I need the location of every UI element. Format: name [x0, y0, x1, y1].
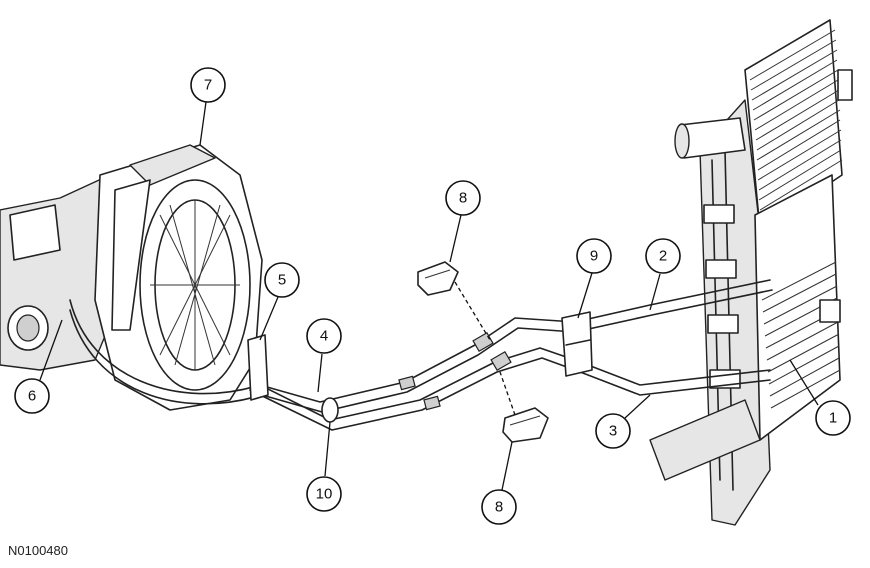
callout-7: 7 [190, 67, 226, 146]
callout-6: 6 [14, 319, 63, 414]
line-clamp-lower [321, 397, 339, 423]
quick-connect-clip-upper [417, 261, 491, 341]
transmission-case [0, 144, 263, 411]
radiator-fins [749, 29, 843, 211]
callout-1-label: 1 [829, 410, 837, 427]
cooler-line-lower [249, 347, 771, 431]
callout-4: 4 [306, 318, 342, 393]
callout-6-label: 6 [28, 388, 36, 405]
callout-10: 10 [306, 421, 342, 512]
callout-5-label: 5 [278, 272, 286, 289]
callout-8-upper-label: 8 [459, 190, 467, 207]
callout-3-label: 3 [609, 423, 617, 440]
callout-8-lower: 8 [481, 441, 517, 525]
line-clamp [561, 311, 593, 377]
callout-3: 3 [595, 394, 651, 449]
callout-2-label: 2 [659, 248, 667, 265]
callout-8-lower-label: 8 [495, 499, 503, 516]
callout-2: 2 [645, 238, 681, 311]
callout-7-label: 7 [204, 77, 212, 94]
callout-5: 5 [259, 262, 300, 341]
oil-cooler-fins [761, 261, 841, 409]
bellhousing-ribs [150, 200, 240, 370]
callout-8-upper: 8 [445, 180, 481, 263]
radiator-assembly [649, 19, 853, 526]
callout-4-label: 4 [320, 328, 328, 345]
figure-id: N0100480 [8, 543, 68, 558]
line-bracket [247, 334, 269, 401]
callout-9-label: 9 [590, 248, 598, 265]
quick-connect-clip-lower [499, 371, 549, 443]
callout-1: 1 [789, 359, 851, 436]
callout-9: 9 [576, 238, 612, 319]
callout-10-label: 10 [316, 486, 333, 503]
line-fittings [398, 331, 512, 411]
cooler-line-upper [69, 279, 773, 413]
